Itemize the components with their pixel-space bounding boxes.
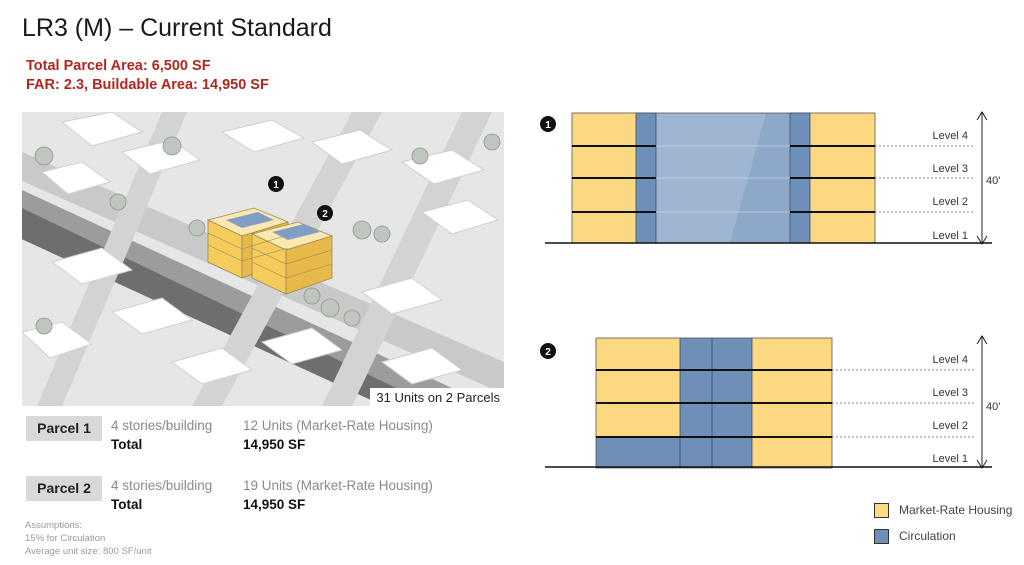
elevation-2-marker	[540, 343, 556, 359]
parcel-1-total-label: Total	[111, 437, 143, 452]
elevation-1-level-3: Level 3	[933, 163, 968, 175]
parcel-1-stories: 4 stories/building	[111, 418, 213, 433]
parcel-1-units: 12 Units (Market-Rate Housing)	[243, 418, 433, 433]
legend-item-circulation: Circulation	[874, 529, 1024, 545]
elevation-2-marker-label: 2	[545, 347, 551, 358]
assumption-unit-size: Average unit size: 800 SF/unit	[25, 546, 152, 557]
assumption-circulation: 15% for Circulation	[25, 533, 106, 544]
parcel-2-units: 19 Units (Market-Rate Housing)	[243, 478, 433, 493]
elevation-1-marker-label: 1	[545, 120, 551, 131]
parcel-area-text: Total Parcel Area: 6,500 SF	[26, 58, 211, 74]
aerial-illustration: 1 2	[22, 112, 504, 406]
aerial-caption: 31 Units on 2 Parcels	[370, 388, 504, 406]
aerial-marker-1-label: 1	[273, 180, 279, 191]
elevation-2-diagram: Level 4 Level 3 Level 2 Level 1 40' 2	[540, 335, 1000, 469]
elevation-1-level-4: Level 4	[933, 130, 968, 142]
elevation-2-level-2: Level 2	[933, 420, 968, 432]
elevation-2-ground-circulation-left	[596, 438, 680, 468]
elevation-2-floor-lines	[596, 369, 832, 438]
elevation-2-level-4: Level 4	[933, 354, 968, 366]
parcel-1-total-value: 14,950 SF	[243, 437, 306, 452]
elevation-1-level-2: Level 2	[933, 196, 968, 208]
legend-label-housing: Market-Rate Housing	[899, 503, 1013, 517]
aerial-marker-1: 1	[268, 176, 284, 192]
elevation-2-height-label: 40'	[986, 401, 1000, 413]
parcel-2-total-value: 14,950 SF	[243, 497, 306, 512]
legend-swatch-circulation	[874, 529, 889, 544]
project-floor-lines	[207, 232, 333, 279]
elevation-2-housing-left	[596, 338, 680, 438]
legend-label-circulation: Circulation	[899, 529, 956, 543]
aerial-marker-2: 2	[317, 205, 333, 221]
cross-street-2	[322, 112, 492, 406]
parcel-1-label: Parcel 1	[26, 416, 102, 441]
elevation-1-height-label: 40'	[986, 175, 1000, 187]
elevation-2-level-1: Level 1	[933, 453, 968, 465]
elevation-2-level-3: Level 3	[933, 387, 968, 399]
far-text: FAR: 2.3, Buildable Area: 14,950 SF	[26, 77, 269, 93]
aerial-view-image: 1 2 31 Units on 2 Parcels	[22, 112, 504, 406]
parcel-2-total-label: Total	[111, 497, 143, 512]
parcel-2-label: Parcel 2	[26, 476, 102, 501]
trees	[34, 133, 501, 335]
aerial-marker-2-label: 2	[322, 209, 328, 220]
assumptions-heading: Assumptions:	[25, 520, 83, 531]
legend-item-housing: Market-Rate Housing	[874, 503, 1024, 519]
elevation-1-marker	[540, 116, 556, 132]
legend-swatch-housing	[874, 503, 889, 518]
project-building-2	[250, 221, 334, 295]
elevation-1-level-1: Level 1	[933, 230, 968, 242]
elevation-1-floor-lines	[572, 145, 875, 213]
parcel-2-stories: 4 stories/building	[111, 478, 213, 493]
elevation-1-diagram: Level 4 Level 3 Level 2 Level 1 40' 1	[540, 111, 1000, 245]
page-title: LR3 (M) – Current Standard	[22, 14, 332, 42]
